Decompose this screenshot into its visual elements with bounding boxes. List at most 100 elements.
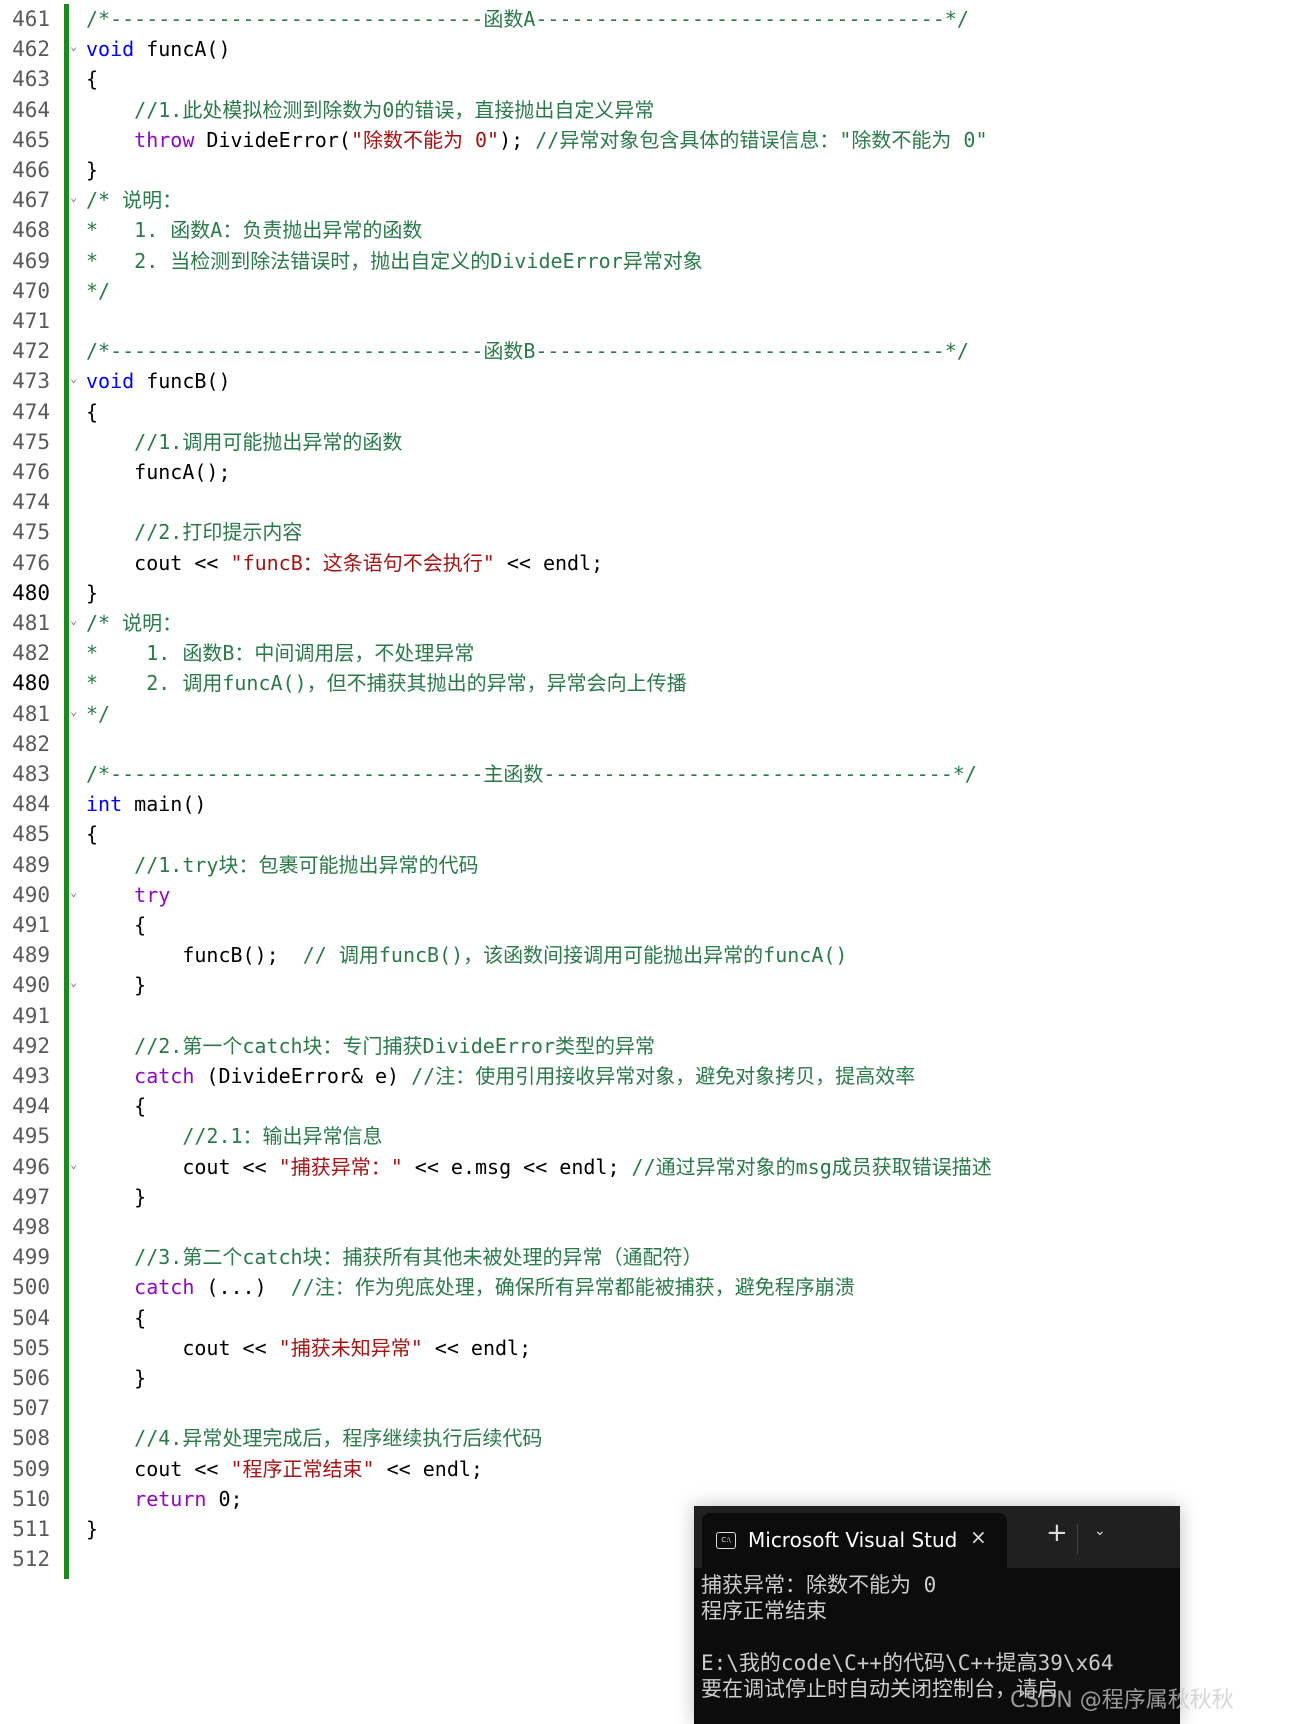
- terminal-tab[interactable]: C:\ Microsoft Visual Studio 调试控制台 ×: [702, 1513, 1007, 1568]
- code-line[interactable]: 466}: [0, 155, 1298, 185]
- code-text: * 1. 函数A：负责抛出异常的函数: [86, 215, 422, 245]
- code-line[interactable]: 481⌄/* 说明：: [0, 608, 1298, 638]
- close-tab-icon[interactable]: ×: [970, 1525, 987, 1549]
- new-tab-button[interactable]: +: [1046, 1518, 1068, 1548]
- control-keyword: catch: [134, 1064, 195, 1088]
- divider: [1077, 1524, 1078, 1554]
- code-line[interactable]: 465 throw DivideError("除数不能为 0"); //异常对象…: [0, 125, 1298, 155]
- chevron-down-icon[interactable]: ⌄: [1094, 1523, 1106, 1539]
- code-line[interactable]: 490⌄ }: [0, 970, 1298, 1000]
- code-line[interactable]: 490⌄ try: [0, 880, 1298, 910]
- output-line: 要在调试停止时自动关闭控制台，请启: [701, 1677, 1058, 1701]
- code-line[interactable]: 500 catch (...) //注：作为兜底处理，确保所有异常都能被捕获，避…: [0, 1272, 1298, 1302]
- code-line[interactable]: 481⌄*/: [0, 699, 1298, 729]
- code-line[interactable]: 474{: [0, 397, 1298, 427]
- code-line[interactable]: 467⌄/* 说明：: [0, 185, 1298, 215]
- code-line[interactable]: 474: [0, 487, 1298, 517]
- code-line[interactable]: 476 cout << "funcB：这条语句不会执行" << endl;: [0, 548, 1298, 578]
- code-line[interactable]: 489 funcB(); // 调用funcB()，该函数间接调用可能抛出异常的…: [0, 940, 1298, 970]
- line-number: 475: [12, 520, 50, 545]
- terminal-output: 捕获异常：除数不能为 0 程序正常结束 E:\我的code\C++的代码\C++…: [701, 1572, 1180, 1722]
- code-line[interactable]: 483/*-------------------------------主函数-…: [0, 759, 1298, 789]
- line-number: 505: [12, 1335, 50, 1360]
- code-line[interactable]: 475 //2.打印提示内容: [0, 517, 1298, 547]
- code-line[interactable]: 480* 2. 调用funcA()，但不捕获其抛出的异常，异常会向上传播: [0, 668, 1298, 698]
- code-line[interactable]: 468* 1. 函数A：负责抛出异常的函数: [0, 215, 1298, 245]
- comment: /*-------------------------------函数A----…: [86, 7, 969, 31]
- code-line[interactable]: 469* 2. 当检测到除法错误时，抛出自定义的DivideError异常对象: [0, 246, 1298, 276]
- code-text: cout << "funcB：这条语句不会执行" << endl;: [86, 548, 603, 578]
- line-number: 495: [12, 1124, 50, 1149]
- code-token: {: [86, 399, 99, 424]
- code-line[interactable]: 489 //1.try块：包裹可能抛出异常的代码: [0, 850, 1298, 880]
- terminal-tab-bar: C:\ Microsoft Visual Studio 调试控制台 × + ⌄: [694, 1506, 1180, 1568]
- code-line[interactable]: 491: [0, 1001, 1298, 1031]
- code-line[interactable]: 473⌄void funcB(): [0, 366, 1298, 396]
- code-line[interactable]: 482* 1. 函数B：中间调用层，不处理异常: [0, 638, 1298, 668]
- line-number: 492: [12, 1033, 50, 1058]
- code-line[interactable]: 509 cout << "程序正常结束" << endl;: [0, 1454, 1298, 1484]
- code-line[interactable]: 497 }: [0, 1182, 1298, 1212]
- code-line[interactable]: 462⌄void funcA(): [0, 34, 1298, 64]
- comment: */: [86, 278, 111, 303]
- keyword: void: [86, 369, 135, 394]
- code-line[interactable]: 512: [0, 1544, 1298, 1574]
- code-line[interactable]: 496⌄ cout << "捕获异常：" << e.msg << endl; /…: [0, 1152, 1298, 1182]
- code-line[interactable]: 505 cout << "捕获未知异常" << endl;: [0, 1333, 1298, 1363]
- code-line[interactable]: 475 //1.调用可能抛出异常的函数: [0, 427, 1298, 457]
- code-line[interactable]: 491 {: [0, 910, 1298, 940]
- code-line[interactable]: 471: [0, 306, 1298, 336]
- code-line[interactable]: 511}: [0, 1514, 1298, 1544]
- code-token: << endl;: [422, 1335, 532, 1360]
- code-token: funcB(): [134, 369, 231, 394]
- code-token: );: [499, 127, 536, 152]
- code-token: (...): [194, 1275, 291, 1300]
- line-number: 475: [12, 429, 50, 454]
- code-text: /* 说明：: [86, 185, 182, 215]
- code-text: /*-------------------------------函数A----…: [86, 4, 969, 34]
- fold-chevron-icon[interactable]: ⌄: [70, 1156, 78, 1171]
- fold-chevron-icon[interactable]: ⌄: [70, 884, 78, 899]
- code-line[interactable]: 504 {: [0, 1303, 1298, 1333]
- code-line[interactable]: 464 //1.此处模拟检测到除数为0的错误，直接抛出自定义异常: [0, 95, 1298, 125]
- code-line[interactable]: 492 //2.第一个catch块：专门捕获DivideError类型的异常: [0, 1031, 1298, 1061]
- code-text: funcB(); // 调用funcB()，该函数间接调用可能抛出异常的func…: [86, 940, 847, 970]
- code-line[interactable]: 485{: [0, 819, 1298, 849]
- control-keyword: catch: [134, 1275, 195, 1300]
- code-text: //2.打印提示内容: [86, 517, 302, 547]
- code-line[interactable]: 510 return 0;: [0, 1484, 1298, 1514]
- code-line[interactable]: 470*/: [0, 276, 1298, 306]
- code-line[interactable]: 482: [0, 729, 1298, 759]
- code-line[interactable]: 499 //3.第二个catch块：捕获所有其他未被处理的异常（通配符）: [0, 1242, 1298, 1272]
- code-line[interactable]: 480}: [0, 578, 1298, 608]
- code-line[interactable]: 476 funcA();: [0, 457, 1298, 487]
- code-line[interactable]: 472/*-------------------------------函数B-…: [0, 336, 1298, 366]
- code-text: * 2. 当检测到除法错误时，抛出自定义的DivideError异常对象: [86, 246, 703, 276]
- code-line[interactable]: 495 //2.1：输出异常信息: [0, 1121, 1298, 1151]
- comment: //2.打印提示内容: [86, 520, 303, 545]
- fold-chevron-icon[interactable]: ⌄: [70, 371, 78, 386]
- code-editor[interactable]: 461/*-------------------------------函数A-…: [0, 4, 1298, 1579]
- code-text: }: [86, 970, 146, 1000]
- code-line[interactable]: 506 }: [0, 1363, 1298, 1393]
- code-line[interactable]: 507: [0, 1393, 1298, 1423]
- code-text: throw DivideError("除数不能为 0"); //异常对象包含具体…: [86, 125, 987, 155]
- fold-chevron-icon[interactable]: ⌄: [70, 39, 78, 54]
- code-line[interactable]: 498: [0, 1212, 1298, 1242]
- line-number: 499: [12, 1245, 50, 1270]
- code-line[interactable]: 508 //4.异常处理完成后，程序继续执行后续代码: [0, 1423, 1298, 1453]
- fold-chevron-icon[interactable]: ⌄: [70, 613, 78, 627]
- code-line[interactable]: 461/*-------------------------------函数A-…: [0, 4, 1298, 34]
- debug-console-window[interactable]: C:\ Microsoft Visual Studio 调试控制台 × + ⌄ …: [694, 1506, 1180, 1724]
- comment: //注：作为兜底处理，确保所有异常都能被捕获，避免程序崩溃: [290, 1275, 855, 1300]
- code-line[interactable]: 493 catch (DivideError& e) //注：使用引用接收异常对…: [0, 1061, 1298, 1091]
- fold-chevron-icon[interactable]: ⌄: [70, 975, 78, 990]
- fold-chevron-icon[interactable]: ⌄: [70, 703, 78, 718]
- code-text: cout << "程序正常结束" << endl;: [86, 1454, 483, 1484]
- code-line[interactable]: 463{: [0, 64, 1298, 94]
- watermark: CSDN @程序属秋秋秋: [1010, 1688, 1234, 1713]
- line-number: 494: [12, 1094, 50, 1119]
- fold-chevron-icon[interactable]: ⌄: [70, 190, 78, 205]
- code-line[interactable]: 494 {: [0, 1091, 1298, 1121]
